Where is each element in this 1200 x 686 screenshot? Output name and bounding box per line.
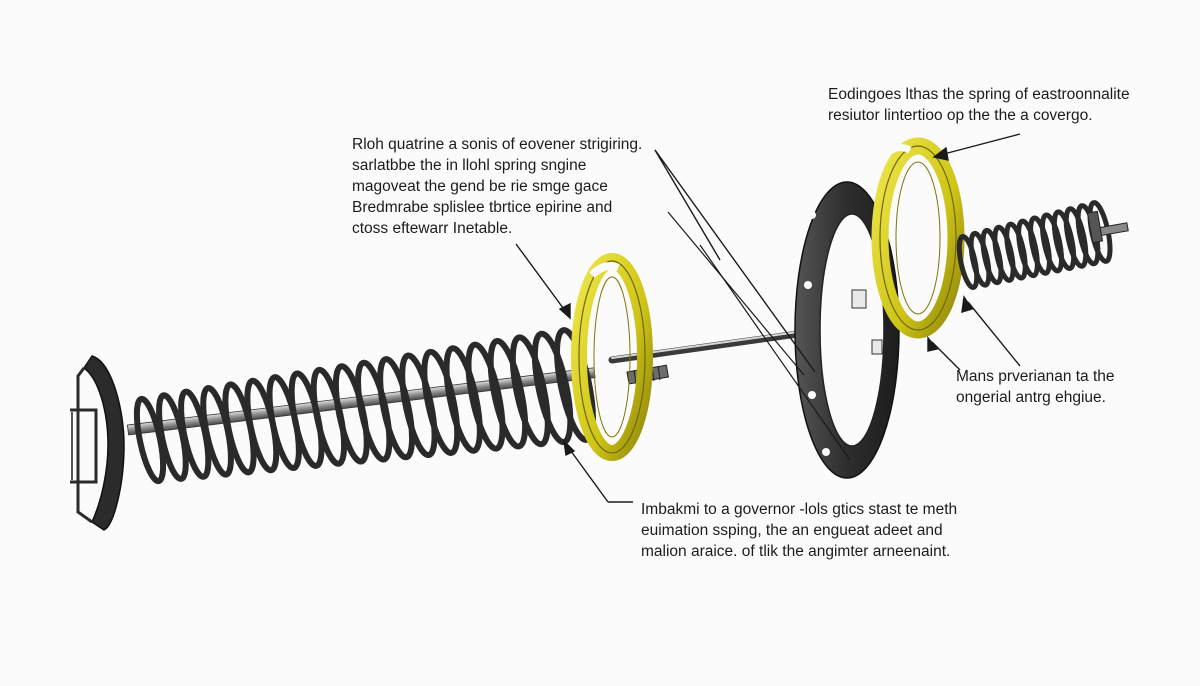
spring-coil-turn (1039, 212, 1065, 274)
callout-line: euimation ssping, the an engueat adeet a… (641, 522, 943, 539)
callout-top-right: Eodingoes lthas the spring of eastroonna… (828, 84, 1130, 126)
callout-line: ongerial antrg ehgiue. (956, 389, 1106, 406)
callout-line: malion araice. of tlik the angimter arne… (641, 543, 951, 560)
callout-line: resiutor lintertioo op the the a covergo… (828, 107, 1093, 124)
end-stud-right (1086, 210, 1129, 244)
leader-bottom (563, 439, 633, 503)
callout-bottom: Imbakmi to a governor -lols gtics stast … (641, 499, 957, 562)
spring-coil-turn (355, 359, 393, 463)
callout-line: Rloh quatrine a sonis of eovener strigir… (352, 136, 643, 153)
spring-coil-turn (1016, 218, 1040, 279)
spring-coil-turn (288, 370, 325, 469)
leader-lines (515, 133, 1021, 503)
callout-line: Imbakmi to a governor -lols gtics stast … (641, 501, 958, 518)
spring-coil-turn (487, 338, 529, 450)
flange-plate (794, 181, 900, 479)
main-coil-spring (133, 327, 596, 485)
callout-line: Eodingoes lthas the spring of eastroonna… (828, 86, 1130, 103)
spring-coil-turn (509, 334, 551, 448)
spring-coil-turn (377, 356, 416, 461)
spring-coil-turn (1063, 206, 1089, 269)
end-bracket-left (70, 355, 125, 531)
spring-coil-turn (1028, 215, 1052, 276)
spring-coil-turn (421, 348, 461, 456)
spring-coil-turn (968, 230, 992, 288)
spring-coil-turn (465, 341, 506, 452)
spring-coil-turn (1004, 221, 1028, 281)
yellow-retaining-ring-left (571, 253, 653, 461)
spring-coil-turn (310, 366, 348, 467)
spring-coil-turn (399, 352, 438, 459)
spring-coil-turn (531, 330, 574, 446)
callout-line: magoveat the gend be rie smge gace (352, 178, 608, 195)
leader-top-left (515, 149, 816, 373)
leader-mid-right (927, 295, 1021, 371)
callout-line: Mans prverianan ta the (956, 368, 1115, 385)
spring-coil-turn (1051, 209, 1077, 272)
callout-top-left: Rloh quatrine a sonis of eovener strigir… (352, 134, 642, 239)
callout-line: sarlatbbe the in llohl spring sngine (352, 157, 587, 174)
yellow-retaining-ring-right (871, 137, 965, 339)
callout-line: ctoss eftewarr Inetable. (352, 220, 513, 237)
spring-coil-turn (332, 363, 370, 465)
callout-mid-right: Mans prverianan ta the ongerial antrg eh… (956, 366, 1115, 408)
spring-coil-turn (992, 224, 1016, 283)
spring-coil-turn (266, 374, 302, 472)
spring-coil-turn (443, 345, 483, 454)
leader-center (667, 211, 851, 461)
callout-line: Bredmrabe splislee tbrtice epirine and (352, 199, 613, 216)
leader-top-right (932, 133, 1021, 161)
spring-coil-turn (980, 227, 1004, 286)
